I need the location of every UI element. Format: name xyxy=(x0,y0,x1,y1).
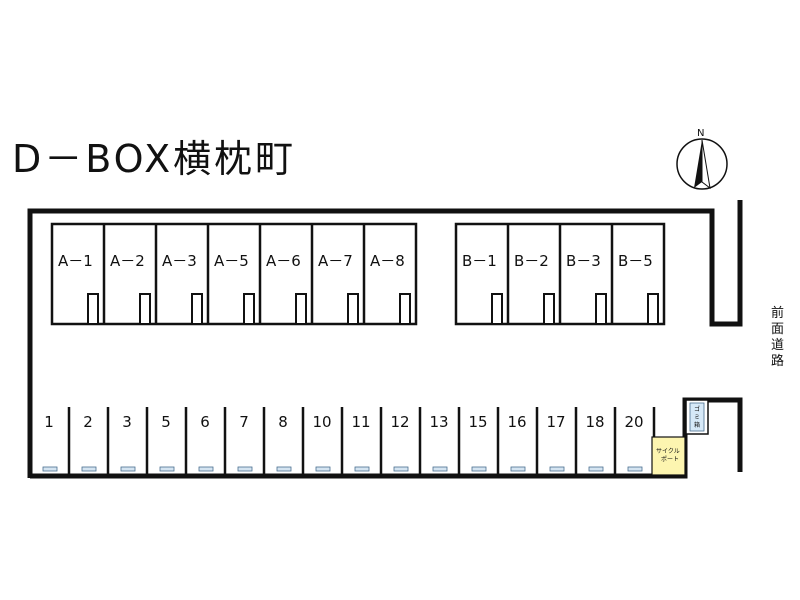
road-char-2: 面 xyxy=(771,322,784,337)
parking-space-number: 2 xyxy=(83,413,93,431)
wheel-stopper xyxy=(549,466,565,472)
parking-space-number: 3 xyxy=(122,413,132,431)
row-a-unit: A－5 xyxy=(206,224,255,325)
wheel-stopper xyxy=(393,466,409,472)
page-title: D－BOX横枕町 xyxy=(12,137,296,181)
north-arrow-icon: N xyxy=(676,128,728,190)
row-a-unit-label: A－1 xyxy=(58,252,93,270)
north-label: N xyxy=(697,128,704,139)
row-a-unit: A－1 xyxy=(58,252,99,325)
parking-space: 16 xyxy=(507,407,539,476)
parking-space-number: 16 xyxy=(507,413,526,431)
parking-space-number: 17 xyxy=(546,413,565,431)
parking-space: 18 xyxy=(585,407,617,476)
wheel-stopper xyxy=(237,466,253,472)
wheel-stopper xyxy=(588,466,604,472)
row-b-unit-label: B－3 xyxy=(566,252,601,270)
row-a-unit-label: A－2 xyxy=(110,252,145,270)
wheel-stopper xyxy=(81,466,97,472)
row-a-unit: A－8 xyxy=(362,224,411,325)
row-a-unit: A－2 xyxy=(102,224,151,325)
row-b-building: B－1 B－2 B－3 B－5 xyxy=(454,222,666,326)
parking-space-number: 10 xyxy=(312,413,331,431)
row-a-unit-label: A－7 xyxy=(318,252,353,270)
row-b-unit: B－3 xyxy=(558,224,607,325)
parking-space-number: 1 xyxy=(44,413,54,431)
parking-space-number: 11 xyxy=(351,413,370,431)
wheel-stopper xyxy=(354,466,370,472)
row-a-unit: A－6 xyxy=(258,224,307,325)
parking-space: 3 xyxy=(120,407,149,476)
parking-space-number: 12 xyxy=(390,413,409,431)
wheel-stopper xyxy=(627,466,643,472)
row-b-unit: B－2 xyxy=(506,224,555,325)
row-b-unit: B－1 xyxy=(462,252,503,325)
wheel-stopper xyxy=(471,466,487,472)
road-char-1: 前 xyxy=(771,305,784,321)
cycle-port: サイクル ポート xyxy=(651,436,686,476)
parking-space: 10 xyxy=(312,407,344,476)
row-a-unit-label: A－6 xyxy=(266,252,301,270)
wheel-stopper xyxy=(198,466,214,472)
wheel-stopper xyxy=(315,466,331,472)
parking-space-number: 7 xyxy=(239,413,249,431)
row-b-unit: B－5 xyxy=(610,224,659,325)
cycle-port-label-2: ポート xyxy=(661,455,679,463)
row-b-unit-label: B－2 xyxy=(514,252,549,270)
garbage-box: ゴ ミ 箱 xyxy=(685,399,709,435)
road-char-4: 路 xyxy=(771,353,784,369)
parking-space-number: 15 xyxy=(468,413,487,431)
row-a-unit-label: A－5 xyxy=(214,252,249,270)
parking-space-number: 18 xyxy=(585,413,604,431)
parking-space: 5 xyxy=(159,407,188,476)
wheel-stopper xyxy=(276,466,292,472)
front-road-label: 前 面 道 路 xyxy=(771,305,784,369)
parking-space: 15 xyxy=(468,407,500,476)
parking-space: 13 xyxy=(429,407,461,476)
parking-space: 7 xyxy=(237,407,266,476)
parking-space: 17 xyxy=(546,407,578,476)
parking-space-number: 13 xyxy=(429,413,448,431)
parking-space: 6 xyxy=(198,407,227,476)
wheel-stopper xyxy=(42,466,58,472)
parking-space: 2 xyxy=(81,407,110,476)
row-a-unit-label: A－3 xyxy=(162,252,197,270)
lot-boundary xyxy=(27,200,743,479)
row-a-unit: A－7 xyxy=(310,224,359,325)
parking-space: 20 xyxy=(624,407,656,476)
row-b-unit-label: B－5 xyxy=(618,252,653,270)
parking-space-number: 5 xyxy=(161,413,171,431)
wheel-stopper xyxy=(432,466,448,472)
parking-space: 11 xyxy=(351,407,383,476)
wheel-stopper xyxy=(120,466,136,472)
road-char-3: 道 xyxy=(771,338,784,353)
parking-space-number: 20 xyxy=(624,413,643,431)
row-a-unit: A－3 xyxy=(154,224,203,325)
garbage-label-1: ゴ xyxy=(694,405,700,413)
row-a-building: A－1 A－2 A－3 A－5 A－6 A－7 A－8 xyxy=(50,222,418,326)
wheel-stopper xyxy=(159,466,175,472)
parking-space-number: 6 xyxy=(200,413,210,431)
parking-space-number: 8 xyxy=(278,413,288,431)
wheel-stopper xyxy=(510,466,526,472)
row-a-unit-label: A－8 xyxy=(370,252,405,270)
garbage-label-3: 箱 xyxy=(694,421,700,429)
row-b-unit-label: B－1 xyxy=(462,252,497,270)
parking-space: 8 xyxy=(276,407,305,476)
parking-space: 12 xyxy=(390,407,422,476)
parking-space: 1 xyxy=(42,407,71,476)
cycle-port-label-1: サイクル xyxy=(656,448,680,455)
garbage-label-2: ミ xyxy=(694,414,700,421)
